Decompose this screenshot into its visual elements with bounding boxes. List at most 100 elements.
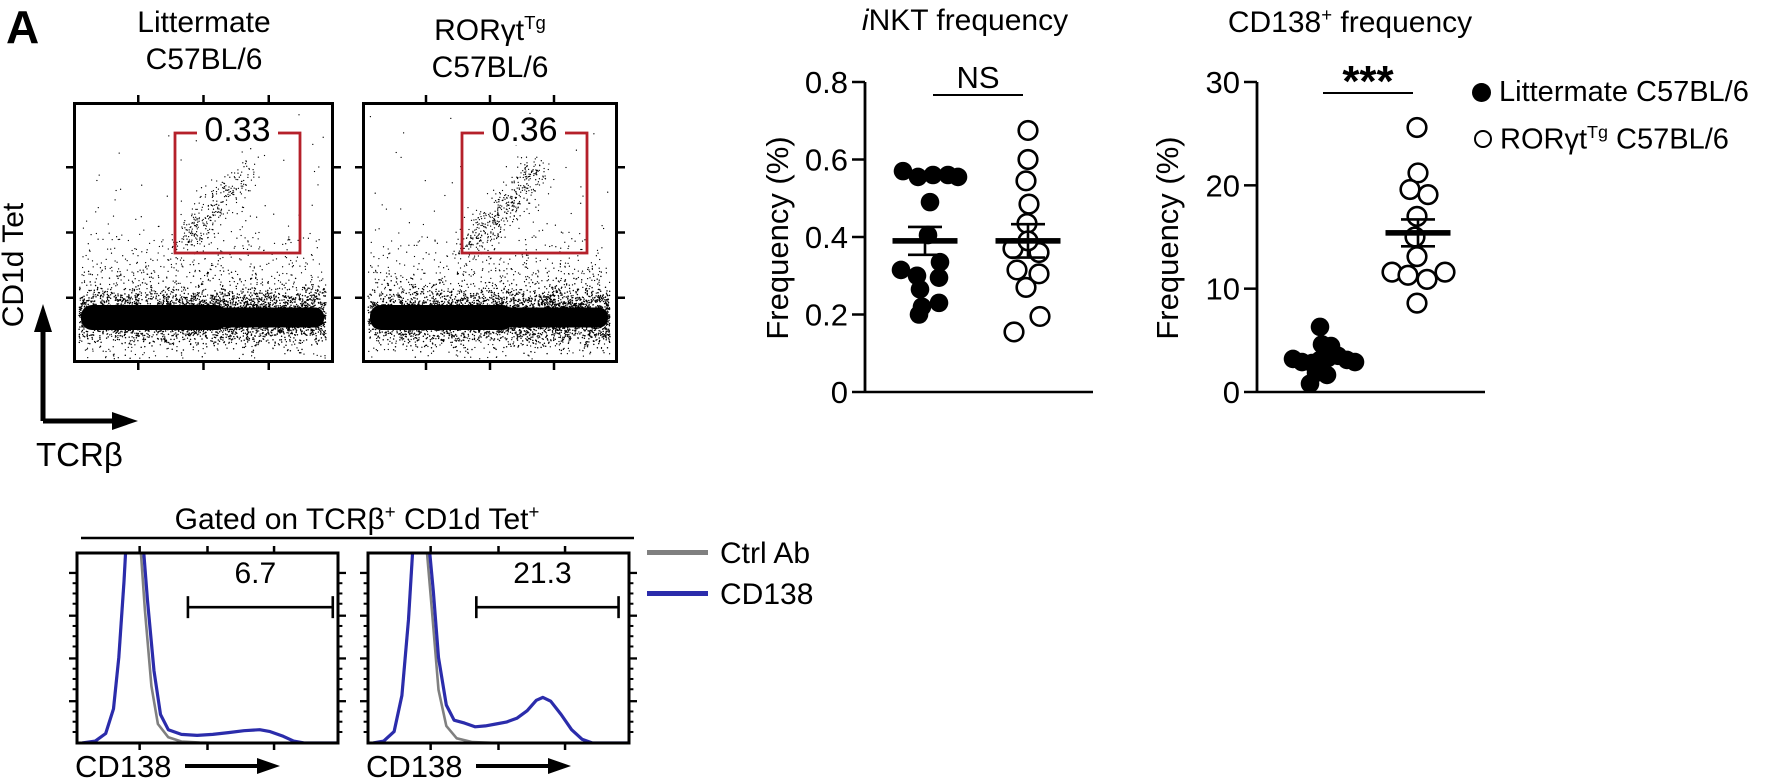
legend-littermate-label: Littermate C57BL/6 [1499, 76, 1749, 108]
mean-bar [1385, 230, 1451, 236]
data-point [1028, 263, 1050, 285]
flow-plot-1-title-line2: C57BL/6 [145, 43, 263, 76]
histogram-plots: 6.7 21.3 [69, 536, 637, 774]
cd138-curve [372, 553, 629, 743]
cell-cloud-halo [78, 114, 327, 360]
gate-percentage: 0.33 [204, 111, 270, 149]
ctrl-ab-legend-label: Ctrl Ab [720, 537, 811, 570]
data-point [1029, 305, 1051, 328]
data-point [910, 280, 930, 299]
data-point [948, 167, 968, 187]
gate-percentage: 0.36 [491, 111, 557, 149]
hist-header-sup2: + [528, 501, 540, 522]
legend-item-littermate: Littermate C57BL/6 [1472, 76, 1749, 109]
histogram-1: 6.7 [69, 546, 346, 774]
chart-1-title-italic: i [861, 4, 869, 37]
data-point [1006, 259, 1028, 281]
legend-item-rorgt: RORγtTg C57BL/6 [1474, 122, 1729, 157]
data-point [1345, 352, 1365, 372]
y-tick-label: 0 [831, 375, 848, 410]
data-point [1406, 246, 1428, 268]
data-point [923, 165, 943, 185]
group-rorgt [995, 119, 1061, 343]
x-axis-arrowhead-icon [548, 758, 571, 774]
flow-plot-1-title: Littermate C57BL/6 [73, 4, 335, 78]
data-point [1015, 276, 1037, 298]
flow-plot-2-title-sup: Tg [524, 12, 546, 33]
cell-cloud-core [367, 272, 611, 358]
chart-1-title-text: NKT frequency [868, 4, 1069, 37]
flow-plot-1-title-line1: Littermate [137, 6, 271, 39]
y-tick-label: 10 [1206, 272, 1240, 307]
histogram-frame [75, 551, 340, 745]
cd138-curve [81, 553, 338, 743]
data-point [929, 268, 949, 287]
flow-plot-frame [73, 102, 334, 363]
data-point [1417, 184, 1439, 206]
data-point [1317, 365, 1337, 385]
cell-cloud-halo [367, 112, 611, 360]
data-point [1310, 317, 1330, 337]
data-point [1397, 264, 1419, 286]
y-tick-label: 0 [1223, 375, 1240, 410]
flow-x-axis-label: TCRβ [36, 436, 123, 473]
y-axis-title: Frequency (%) [1150, 136, 1185, 339]
gate-percentage: 6.7 [234, 557, 276, 590]
y-tick-label: 20 [1206, 168, 1240, 203]
chart-2-title: CD138+ frequency [1200, 4, 1500, 40]
cd138-line-swatch [647, 591, 708, 596]
y-axis-arrowhead-icon [34, 304, 52, 332]
y-tick-label: 0.8 [805, 65, 848, 100]
filled-circle-icon [1472, 83, 1491, 102]
y-tick-label: 0.6 [805, 143, 848, 178]
data-point [1018, 193, 1040, 215]
significance-label: *** [1342, 57, 1394, 106]
legend-rorgt-base: RORγt [1500, 123, 1587, 156]
y-tick-label: 0.4 [805, 220, 848, 255]
legend-rorgt-rest: C57BL/6 [1607, 123, 1729, 156]
legend-rorgt-sup: Tg [1587, 122, 1608, 142]
data-point [920, 192, 940, 212]
gate-percentage: 21.3 [513, 557, 571, 590]
flow-plot-2-title: RORγtTg C57BL/6 [359, 4, 621, 86]
histogram-1-x-label: CD138 [75, 749, 172, 784]
data-point [891, 260, 911, 280]
flow-plot-2-title-line1: RORγt [434, 14, 525, 47]
data-point [930, 252, 950, 272]
data-point [1416, 268, 1438, 290]
histogram-2: 21.3 [360, 546, 637, 774]
nkt-gate [460, 131, 589, 255]
data-point [909, 305, 929, 324]
y-axis-title: Frequency (%) [760, 136, 795, 339]
flow-plot-frame [362, 102, 618, 363]
data-point [1434, 261, 1456, 283]
data-point [1017, 119, 1039, 142]
data-point [1407, 162, 1429, 184]
data-point [1399, 178, 1421, 201]
data-point [1003, 321, 1025, 343]
hist-header-mid: CD1d Tet [395, 503, 529, 536]
data-point [1406, 292, 1428, 314]
chart-1-title: iNKT frequency [815, 4, 1115, 38]
hist-header-base: Gated on TCRβ [174, 503, 385, 536]
mean-bar [995, 238, 1061, 244]
data-point [908, 167, 928, 187]
data-point [893, 161, 913, 181]
y-tick-label: 0.2 [805, 298, 848, 333]
significance-label: NS [956, 60, 999, 95]
chart-2-title-sup: + [1321, 4, 1333, 25]
hist-header-sup1: + [384, 501, 396, 522]
ctrl-ab-line-swatch [647, 550, 708, 555]
histogram-header: Gated on TCRβ+ CD1d Tet+ [107, 501, 607, 537]
group-littermate [1283, 317, 1365, 394]
panel-label: A [6, 1, 40, 53]
flow-axis-arrows [34, 304, 138, 430]
legend-rorgt-label: RORγtTg C57BL/6 [1500, 122, 1729, 157]
x-axis-arrowhead-icon [112, 412, 138, 430]
group-littermate [891, 161, 968, 324]
open-circle-icon [1474, 130, 1492, 149]
